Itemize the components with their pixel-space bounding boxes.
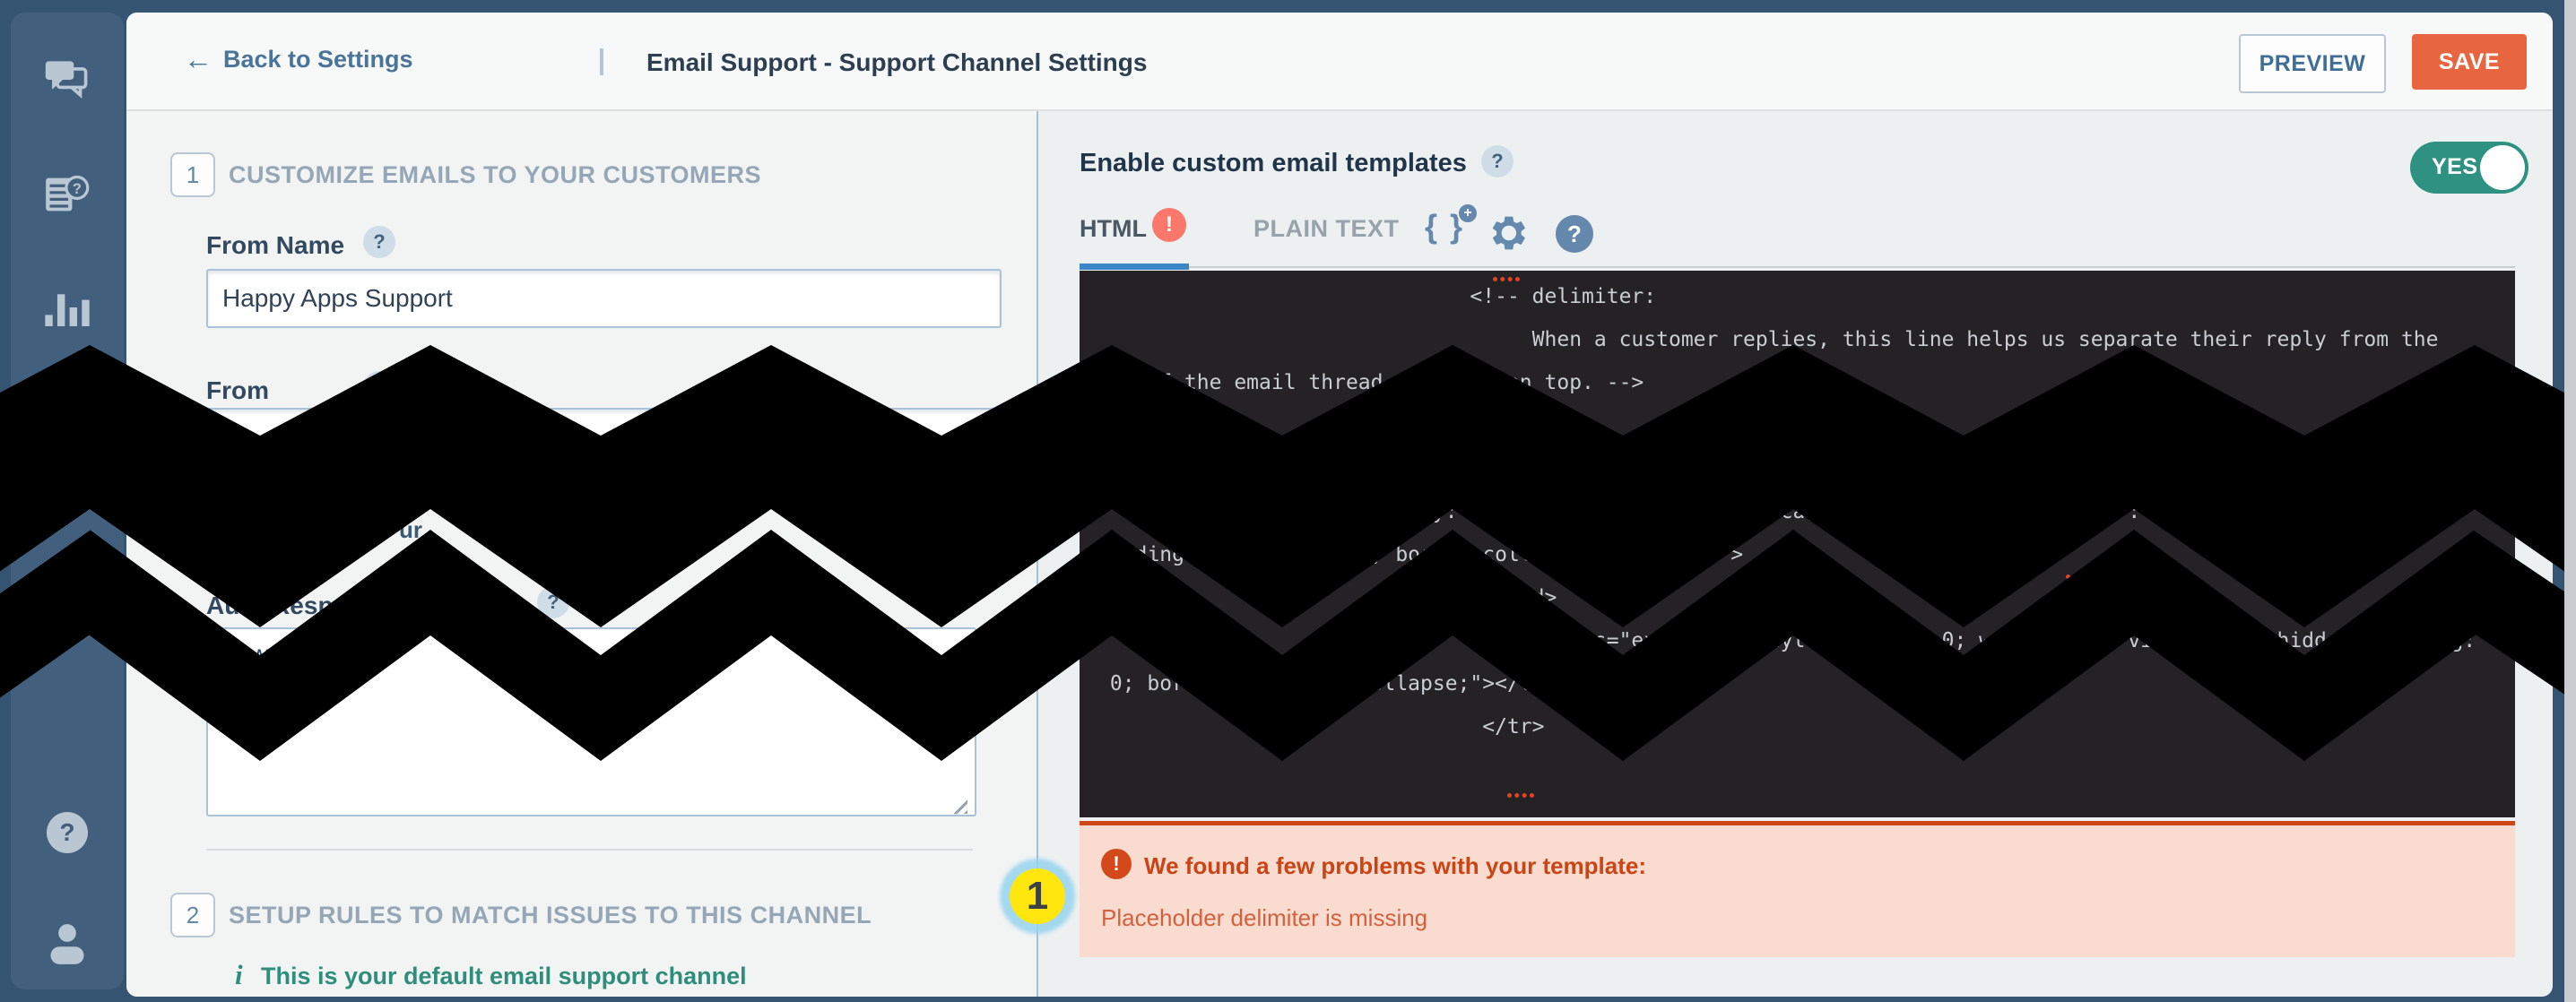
tab-plain-text[interactable]: PLAIN TEXT [1253, 215, 1400, 242]
chat-icon [45, 61, 88, 99]
error-title: We found a few problems with your templa… [1144, 852, 1647, 879]
question-icon: ? [1567, 220, 1582, 247]
auto-response-textarea[interactable]: new reply [206, 627, 976, 816]
profile-person-icon [50, 924, 84, 964]
section1-title: CUSTOMIZE EMAILS TO YOUR CUSTOMERS [229, 161, 762, 188]
html-template-code-editor[interactable]: <!-- delimiter: When a customer replies,… [1080, 271, 2515, 817]
settings-button[interactable] [1489, 213, 1529, 253]
insert-placeholder-button[interactable]: { } + [1425, 203, 1479, 255]
kb-article-help-icon: ? [46, 175, 90, 212]
redacted-text-fragment: Id [209, 516, 230, 543]
from-name-help-icon[interactable]: ? [363, 226, 395, 258]
tab-underline-track [1080, 266, 2515, 268]
info-icon: i [235, 959, 243, 990]
enable-templates-toggle[interactable]: YES [2410, 142, 2528, 194]
back-to-settings-link[interactable]: ← Back to Settings [184, 45, 413, 73]
lint-squiggle [2066, 570, 2129, 579]
section1-number: 1 [170, 152, 215, 197]
redacted-text-fragment: ke [679, 516, 705, 543]
error-detail: Placeholder delimiter is missing [1101, 904, 1428, 931]
panel-divider [1036, 111, 1038, 997]
sidebar: ? ? [11, 13, 124, 989]
card-header: ← Back to Settings Email Support - Suppo… [126, 13, 2553, 111]
enable-templates-label: Enable custom email templates [1080, 149, 1467, 177]
redacted-text-fragment: ur [399, 516, 422, 543]
sidebar-item-profile[interactable] [11, 923, 124, 964]
browser-scrollbar[interactable] [2564, 0, 2576, 1002]
from-email-label: From [206, 376, 269, 404]
from-email-help-icon[interactable]: ? [363, 371, 395, 403]
svg-text:?: ? [73, 181, 82, 197]
lint-squiggle [1493, 272, 1520, 281]
editor-help-button[interactable]: ? [1556, 215, 1593, 253]
sidebar-item-reports[interactable] [11, 289, 124, 326]
template-error-box: ! We found a few problems with your temp… [1080, 821, 2515, 957]
default-channel-note: This is your default email support chann… [261, 963, 747, 989]
auto-response-label: Auto-Response Message [206, 592, 505, 619]
gear-icon [1492, 216, 1525, 250]
from-name-label: From Name [206, 231, 345, 259]
html-error-badge-icon: ! [1152, 208, 1186, 242]
toggle-knob [2480, 145, 2525, 190]
sidebar-item-help[interactable]: ? [11, 812, 124, 853]
help-icon: ? [47, 812, 88, 853]
active-tab-indicator [1080, 263, 1189, 270]
header-separator [600, 48, 603, 75]
page-title: Email Support - Support Channel Settings [646, 48, 1148, 76]
toggle-yes-label: YES [2432, 154, 2478, 179]
plus-icon: + [1457, 203, 1479, 224]
back-arrow-icon: ← [184, 43, 212, 75]
reports-bars-icon [45, 294, 90, 326]
error-exclaim-icon: ! [1101, 849, 1132, 879]
sidebar-item-kb[interactable]: ? [11, 172, 124, 217]
main-card: ← Back to Settings Email Support - Suppo… [126, 13, 2553, 997]
from-name-input[interactable] [206, 269, 1002, 328]
save-button[interactable]: SAVE [2412, 34, 2527, 90]
section2-title: SETUP RULES TO MATCH ISSUES TO THIS CHAN… [229, 902, 872, 929]
section2-number: 2 [170, 893, 215, 937]
code-content: <!-- delimiter: When a customer replies,… [1097, 285, 2476, 739]
sidebar-item-chat[interactable] [11, 59, 124, 100]
lint-squiggle [1507, 789, 1534, 798]
auto-response-help-icon[interactable]: ? [537, 586, 569, 618]
tab-html[interactable]: HTML [1080, 215, 1147, 242]
preview-button[interactable]: PREVIEW [2239, 34, 2386, 93]
section-divider [206, 849, 973, 851]
braces-icon: { } [1425, 208, 1465, 245]
from-email-input[interactable] [206, 408, 1002, 467]
back-label: Back to Settings [223, 45, 413, 73]
enable-templates-help-icon[interactable]: ? [1481, 145, 1514, 177]
